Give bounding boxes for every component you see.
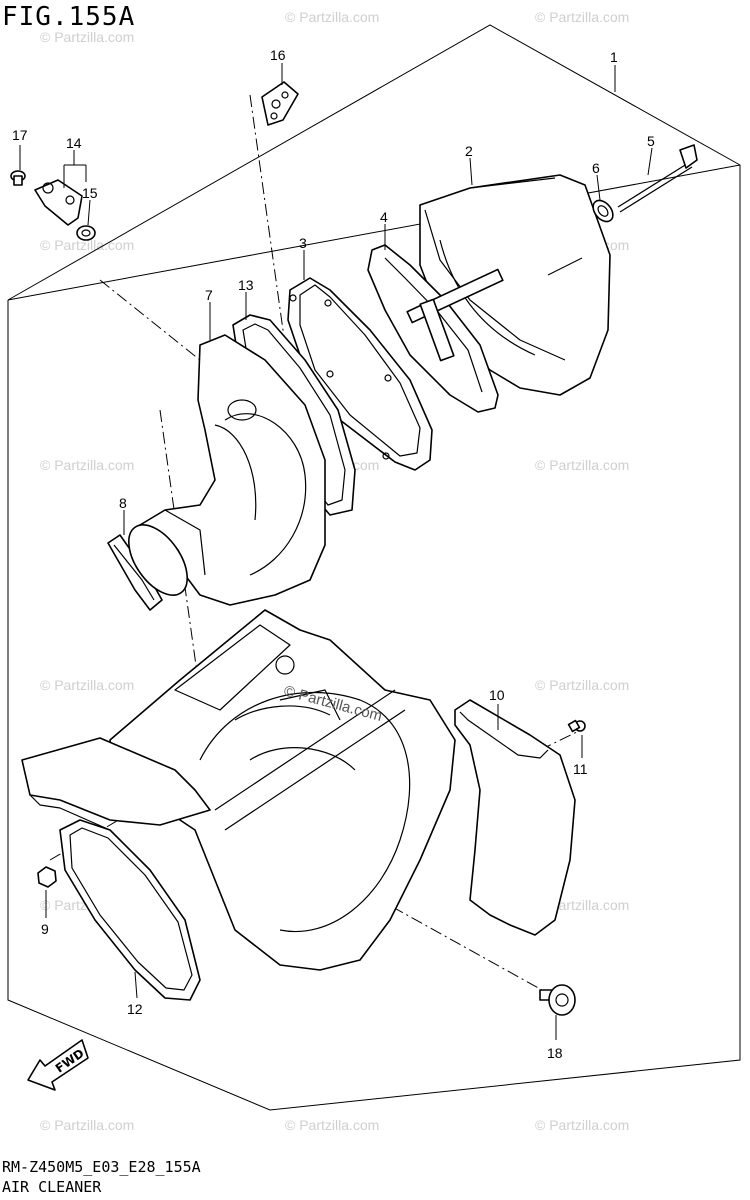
assembly-outline-edge (7, 164, 741, 301)
part-16-bracket[interactable] (261, 81, 299, 126)
callout-12: 12 (127, 1001, 143, 1017)
watermark: © Partzilla.com (40, 1117, 134, 1133)
watermark: © Partzilla.com (40, 457, 134, 473)
watermark: © Partzilla.com (535, 457, 629, 473)
callout-16: 16 (270, 47, 286, 63)
section-name: AIR CLEANER (2, 1178, 102, 1196)
watermark: © Partzilla.com (40, 677, 134, 693)
watermark: © Partzilla.com (285, 9, 379, 25)
callout-3: 3 (299, 235, 307, 251)
part-18-bolt[interactable] (539, 984, 576, 1016)
assembly-outline (7, 24, 741, 1111)
callout-5: 5 (647, 133, 655, 149)
watermark: © Partzilla.com (285, 1117, 379, 1133)
watermark: © Partzilla.com (535, 1117, 629, 1133)
watermark: © Partzilla.com (40, 29, 134, 45)
callout-7: 7 (205, 287, 213, 303)
part-11-screw[interactable] (567, 719, 586, 733)
model-code: RM-Z450M5_E03_E28_155A (2, 1158, 201, 1176)
callout-2: 2 (465, 143, 473, 159)
part-8-clamp[interactable] (107, 515, 199, 611)
air-cleaner-box[interactable] (109, 609, 456, 971)
callout-14: 14 (66, 135, 82, 151)
watermark: © Partzilla.com (535, 9, 629, 25)
callout-1: 1 (610, 49, 618, 65)
watermark: © Partzilla.com (535, 677, 629, 693)
callout-17: 17 (12, 127, 28, 143)
fwd-direction-arrow: FWD (27, 1039, 89, 1091)
callout-11: 11 (573, 761, 588, 777)
part-5-bolt[interactable] (617, 144, 698, 213)
callout-numbers: 1 2 3 4 5 6 7 8 9 10 11 12 13 14 15 16 1… (12, 47, 655, 1061)
figure-title: FIG.155A (2, 2, 136, 32)
part-4-filter-cage[interactable] (367, 244, 504, 413)
box-cover-panel (21, 737, 211, 831)
part-6-collar[interactable] (589, 197, 617, 226)
callout-13: 13 (238, 277, 254, 293)
callout-10: 10 (489, 687, 505, 703)
callout-9: 9 (41, 921, 49, 937)
part-17-screw[interactable] (10, 170, 26, 186)
callout-8: 8 (119, 495, 127, 511)
callout-18: 18 (547, 1045, 563, 1061)
callout-4: 4 (380, 209, 388, 225)
part-14-bracket[interactable] (34, 179, 83, 226)
part-9-nut[interactable] (37, 866, 57, 888)
part-15-washer[interactable] (76, 225, 96, 241)
callout-leader-lines (19, 63, 653, 1040)
part-10-side-cover[interactable] (454, 699, 576, 936)
callout-6: 6 (592, 160, 600, 176)
callout-15: 15 (82, 185, 98, 201)
